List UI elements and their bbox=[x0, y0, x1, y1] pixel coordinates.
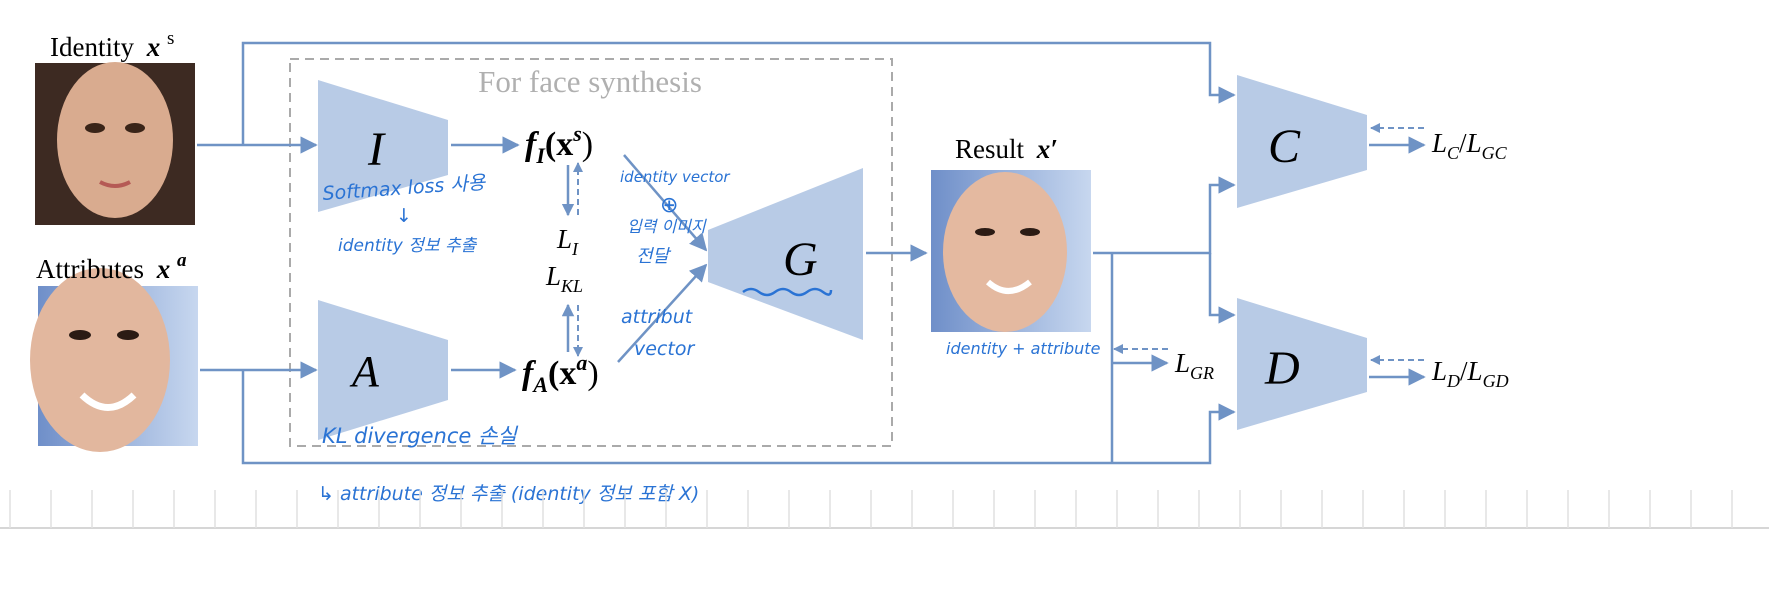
bypass-attr-to-D bbox=[241, 370, 1236, 465]
identity-label: Identity x s bbox=[50, 28, 174, 62]
loss-gr: LGR bbox=[1174, 348, 1214, 383]
generator bbox=[708, 168, 863, 340]
note-underline-squiggle bbox=[742, 287, 833, 297]
loss-classifier: LC/LGC bbox=[1431, 128, 1508, 163]
attributes-image bbox=[30, 268, 198, 452]
ruler-ticks bbox=[9, 490, 1733, 528]
synthesis-box-title: For face synthesis bbox=[478, 64, 702, 99]
note-attribute-extract: ↳ attribute 정보 추출 (identity 정보 포함 X) bbox=[318, 483, 699, 505]
gradient-feedback bbox=[573, 123, 1424, 365]
note-plus: ⊕ bbox=[660, 193, 678, 218]
attribute-encoder-label: A bbox=[349, 347, 380, 396]
note-kl-divergence: KL divergence 손실 bbox=[322, 424, 518, 448]
loss-identity: LI bbox=[556, 224, 579, 259]
result-label: Result x′ bbox=[955, 134, 1058, 164]
loss-discriminator: LD/LGD bbox=[1431, 356, 1509, 391]
identity-feature: fI(xs) bbox=[525, 121, 593, 168]
discriminator bbox=[1237, 298, 1367, 430]
note-attribute-vector-1: attribut bbox=[621, 306, 694, 328]
note-input-image: 입력 이미지 bbox=[627, 217, 707, 236]
note-attribute-vector-2: vector bbox=[634, 338, 695, 360]
note-arrow-down: ↓ bbox=[396, 205, 412, 227]
loss-kl: LKL bbox=[545, 261, 583, 296]
connections bbox=[197, 41, 1426, 465]
identity-encoder bbox=[318, 80, 448, 212]
identity-image bbox=[35, 62, 195, 225]
arrow-fa-to-G bbox=[617, 263, 708, 363]
attribute-feature: fA(xa) bbox=[522, 350, 599, 397]
note-identity-vector: identity vector bbox=[620, 168, 730, 186]
result-image bbox=[931, 170, 1091, 332]
generator-label: G bbox=[783, 233, 818, 286]
discriminator-label: D bbox=[1264, 342, 1300, 395]
attributes-label: Attributes x a bbox=[36, 250, 187, 284]
note-deliver: 전달 bbox=[636, 246, 672, 267]
classifier-label: C bbox=[1268, 120, 1301, 173]
note-identity-extract: identity 정보 추출 bbox=[338, 236, 478, 256]
identity-encoder-label: I bbox=[367, 123, 386, 176]
attribute-encoder bbox=[318, 300, 448, 440]
bypass-identity-to-C bbox=[241, 41, 1236, 145]
note-identity-attribute: identity + attribute bbox=[946, 339, 1101, 358]
classifier bbox=[1237, 75, 1367, 208]
handwritten-notes: Softmax loss 사용 ↓ identity 정보 추출 identit… bbox=[318, 168, 1101, 505]
arrow-fi-to-G bbox=[623, 154, 708, 252]
